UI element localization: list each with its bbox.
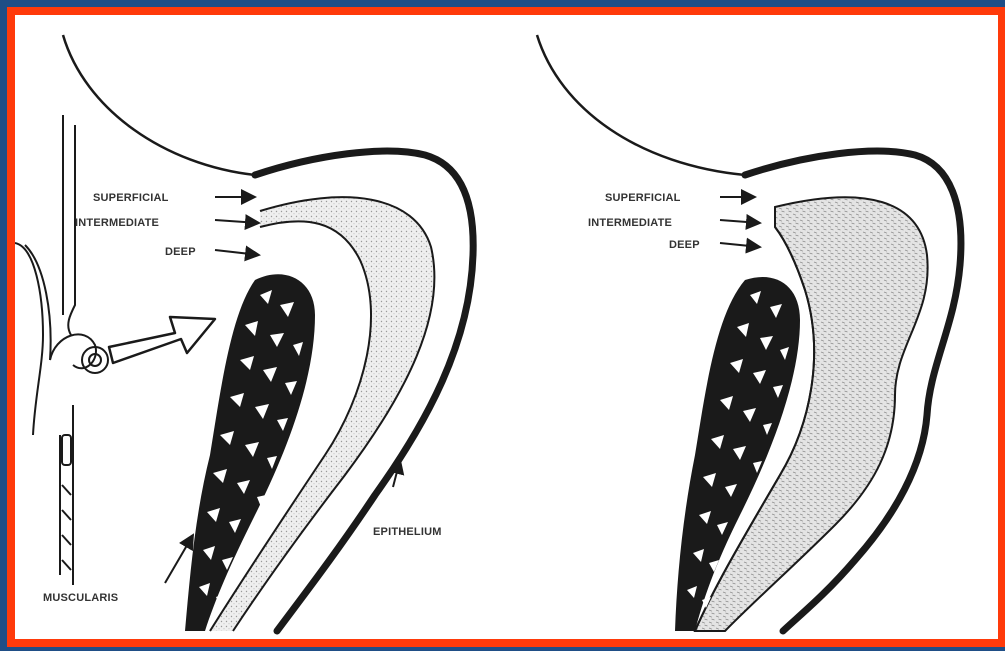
right-pointer-arrows — [720, 197, 760, 247]
right-panel: SUPERFICIAL INTERMEDIATE DEEP — [537, 35, 961, 631]
left-label-intermediate: INTERMEDIATE — [75, 217, 159, 229]
vocal-fold-diagram: SUPERFICIAL INTERMEDIATE DEEP MUSCULARIS… — [15, 15, 998, 639]
left-label-muscularis: MUSCULARIS — [43, 592, 118, 604]
left-label-deep: DEEP — [165, 246, 196, 258]
right-label-superficial: SUPERFICIAL — [605, 192, 681, 204]
right-label-intermediate: INTERMEDIATE — [588, 217, 672, 229]
left-panel: SUPERFICIAL INTERMEDIATE DEEP MUSCULARIS… — [15, 35, 473, 631]
left-upper-arc — [63, 35, 255, 175]
left-label-superficial: SUPERFICIAL — [93, 192, 169, 204]
right-upper-arc — [537, 35, 745, 175]
diagram-frame: SUPERFICIAL INTERMEDIATE DEEP MUSCULARIS… — [7, 7, 1005, 647]
right-label-deep: DEEP — [669, 239, 700, 251]
zoom-arrow — [109, 317, 215, 363]
left-label-epithelium: EPITHELIUM — [373, 526, 442, 538]
left-larynx-sketch — [15, 115, 108, 585]
